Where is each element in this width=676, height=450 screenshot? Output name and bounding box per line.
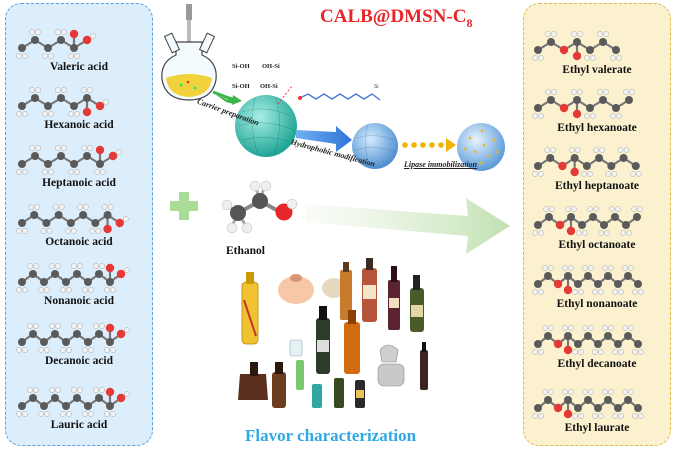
acid-label: Hexanoic acid (44, 119, 114, 131)
ester-molecule-icon (528, 388, 668, 427)
acid-label: Decanoic acid (44, 355, 114, 367)
acid-molecule-icon (12, 203, 152, 242)
ester-label: Ethyl nonanoate (556, 298, 638, 310)
ester-molecule-icon (528, 264, 668, 303)
acid-label: Octanoic acid (45, 236, 113, 248)
silanol-group-label: OH-Si (262, 63, 280, 70)
acid-molecule-icon (12, 28, 152, 67)
acid-molecule-icon (12, 144, 152, 183)
silanol-group-label: Si-OH (232, 83, 250, 90)
acid-label: Lauric acid (50, 419, 108, 431)
acids-panel (5, 3, 153, 446)
ethanol-molecule-icon (221, 180, 298, 234)
acid-molecule-icon (12, 86, 152, 125)
modified-sphere (352, 123, 398, 169)
acid-label: Heptanoic acid (42, 177, 116, 189)
flavor-characterization-label: Flavor characterization (245, 426, 417, 445)
catalyst-title: CALB@DMSN-C8 (320, 6, 473, 30)
ester-molecule-icon (528, 324, 668, 363)
immobilization-arrow-icon (402, 138, 456, 152)
ester-molecule-icon (528, 146, 668, 185)
ester-label: Ethyl decanoate (557, 358, 637, 370)
acid-molecule-icon (12, 386, 152, 425)
ester-label: Ethyl hexanoate (557, 122, 637, 134)
ester-label: Ethyl octanoate (558, 239, 636, 251)
immobilized-lipase-sphere (457, 123, 505, 171)
ester-label: Ethyl valerate (562, 64, 632, 76)
esters-panel (523, 3, 671, 446)
acid-label: Nonanoic acid (44, 295, 114, 307)
ester-molecule-icon (528, 205, 668, 244)
silanol-group-label: OH-Si (260, 83, 278, 90)
ester-label: Ethyl heptanoate (554, 180, 640, 192)
acid-label: Valeric acid (49, 61, 109, 73)
plus-icon (170, 192, 198, 220)
ester-label: Ethyl laurate (564, 422, 630, 434)
acid-molecule-icon (12, 262, 152, 301)
silanol-group-label: Si-OH (232, 63, 250, 70)
svg-text:Si: Si (374, 84, 378, 90)
reaction-arrow (305, 198, 510, 254)
ethanol-label: Ethanol (226, 245, 265, 257)
silica-carrier-sphere (235, 95, 297, 157)
flavor-products-icon (238, 258, 428, 408)
ester-molecule-icon (528, 88, 668, 127)
lipase-immobilization-label: Lipase immobilization (404, 160, 478, 169)
reaction-flask-icon (161, 4, 217, 101)
acid-molecule-icon (12, 322, 152, 361)
ester-molecule-icon (528, 30, 668, 69)
alkyl-chain-icon (299, 93, 381, 101)
